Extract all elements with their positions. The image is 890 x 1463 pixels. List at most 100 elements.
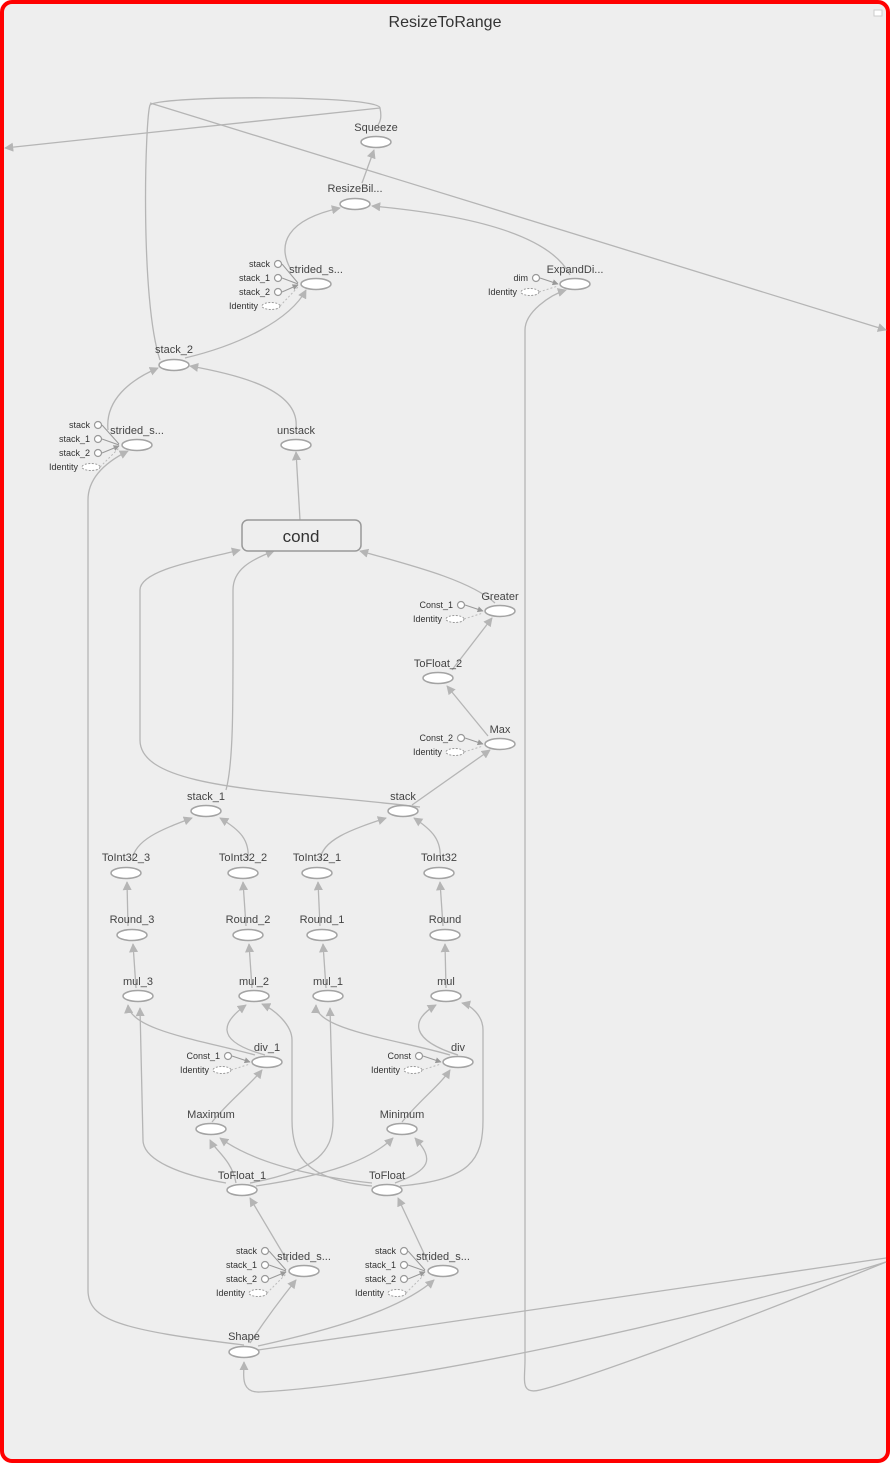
port-icon — [273, 273, 283, 283]
node-stack-1[interactable]: stack_1 — [187, 791, 225, 818]
port-icon — [260, 1246, 270, 1256]
node-cond[interactable]: cond — [241, 519, 362, 552]
op-ellipse — [232, 928, 264, 942]
edge-tofloat1-minimum — [255, 1137, 394, 1187]
node-to-int32-1[interactable]: ToInt32_1 — [293, 852, 341, 880]
node-label: Squeeze — [354, 122, 397, 134]
node-round-2[interactable]: Round_2 — [226, 914, 271, 942]
node-to-float-2[interactable]: ToFloat_2 — [414, 658, 462, 685]
node-minimum[interactable]: Minimum — [380, 1109, 425, 1136]
port-edge-dashed — [538, 285, 559, 293]
op-ellipse — [360, 135, 392, 149]
edge-greater-cond — [359, 548, 496, 604]
op-ellipse — [195, 1122, 227, 1136]
node-expand-dims[interactable]: ExpandDi... dim Identity — [488, 264, 603, 297]
node-strided-slice-bottom-1[interactable]: strided_s... stack stack_1 stack_2 Ident… — [216, 1246, 331, 1298]
node-label: stack — [390, 791, 416, 803]
port-label: Identity — [180, 1065, 210, 1075]
node-label: ToFloat — [369, 1170, 405, 1182]
node-label: div_1 — [254, 1042, 280, 1054]
node-label: Round_3 — [110, 914, 155, 926]
edges — [4, 97, 887, 1393]
port-icon — [223, 1051, 233, 1061]
port-icon — [399, 1246, 409, 1256]
node-to-int32-2[interactable]: ToInt32_2 — [219, 852, 267, 880]
edge-cond-unstack — [291, 451, 302, 521]
edge-shape-stridedleft — [87, 450, 245, 1346]
node-label: mul_3 — [123, 976, 153, 988]
port-label: Identity — [371, 1065, 401, 1075]
edge-toint2-stack1 — [219, 817, 249, 861]
port-edge — [539, 277, 559, 286]
node-label: ToInt32_2 — [219, 852, 267, 864]
node-round-1[interactable]: Round_1 — [300, 914, 345, 942]
port-edge-dashed — [463, 612, 484, 620]
port-edge-dashed — [99, 447, 120, 468]
node-mul-1[interactable]: mul_1 — [312, 976, 344, 1003]
node-mul-2[interactable]: mul_2 — [238, 976, 270, 1003]
port-icon — [93, 420, 103, 430]
node-label: strided_s... — [110, 425, 164, 437]
node-unstack[interactable]: unstack — [277, 425, 315, 452]
edge-stridedb2-tofloat — [397, 1197, 429, 1263]
port-edges — [268, 1250, 286, 1280]
node-stack-2[interactable]: stack_2 — [155, 344, 193, 372]
node-strided-slice-bottom-2[interactable]: strided_s... stack stack_1 stack_2 Ident… — [355, 1246, 470, 1298]
node-round[interactable]: Round — [429, 914, 461, 942]
op-ellipse — [226, 1183, 258, 1197]
port-icon — [273, 259, 283, 269]
node-label: Minimum — [380, 1109, 425, 1121]
node-to-int32[interactable]: ToInt32 — [421, 852, 457, 880]
edge-shape-stridedb2 — [257, 1279, 435, 1347]
node-to-int32-3[interactable]: ToInt32_3 — [102, 852, 150, 880]
node-greater[interactable]: Greater Const_1 Identity — [413, 591, 519, 624]
op-ellipse — [280, 438, 312, 452]
node-round-3[interactable]: Round_3 — [110, 914, 155, 942]
op-ellipse — [442, 1055, 474, 1069]
node-resize-bilinear[interactable]: ResizeBil... — [327, 183, 383, 211]
op-ellipse — [423, 866, 455, 880]
edge-toint1-stack — [319, 816, 387, 861]
node-label: ToInt32 — [421, 852, 457, 864]
edge-div-mul — [418, 1004, 459, 1056]
node-label: Max — [490, 724, 511, 736]
op-ellipse — [306, 928, 338, 942]
expand-toggle-icon[interactable] — [873, 9, 883, 17]
node-label: mul — [437, 976, 455, 988]
port-label: stack_2 — [59, 448, 90, 458]
edge-div1-mul3 — [124, 1004, 256, 1056]
node-strided-slice-left[interactable]: strided_s... stack stack_1 stack_2 Ident… — [49, 420, 164, 472]
edge-toint-stack — [413, 817, 441, 861]
op-ellipse — [427, 1264, 459, 1278]
node-label: mul_2 — [239, 976, 269, 988]
op-ellipse — [190, 804, 222, 818]
node-to-float-1[interactable]: ToFloat_1 — [218, 1170, 266, 1197]
edge-stack1-cond — [225, 549, 275, 791]
op-ellipse — [116, 928, 148, 942]
node-strided-slice-top[interactable]: strided_s... stack stack_1 stack_2 Ident… — [229, 259, 343, 311]
port-label: stack_1 — [226, 1260, 257, 1270]
port-label: Identity — [413, 747, 443, 757]
port-icon — [456, 733, 466, 743]
node-squeeze[interactable]: Squeeze — [354, 122, 398, 149]
edge-stack2-loop — [144, 97, 382, 361]
node-mul[interactable]: mul — [430, 976, 462, 1003]
node-label: Round — [429, 914, 461, 926]
edge-mul-round — [440, 943, 450, 989]
port-label: stack — [249, 259, 271, 269]
node-div[interactable]: div Const Identity — [371, 1042, 474, 1075]
edge-tofloat-maximum — [219, 1137, 373, 1184]
node-stack[interactable]: stack — [387, 791, 419, 818]
edge-strided-resize — [284, 205, 341, 269]
node-to-float[interactable]: ToFloat — [369, 1170, 405, 1197]
node-shape[interactable]: Shape — [228, 1331, 260, 1359]
edge-stridedleft-stack2 — [107, 367, 159, 431]
port-label: Identity — [413, 614, 443, 624]
node-maximum[interactable]: Maximum — [187, 1109, 235, 1136]
node-label: Maximum — [187, 1109, 235, 1121]
edge-stridedb1-tofloat1 — [249, 1197, 289, 1263]
node-mul-3[interactable]: mul_3 — [122, 976, 154, 1003]
edge-tofloat-minimum — [394, 1137, 428, 1184]
node-max[interactable]: Max Const_2 Identity — [413, 724, 516, 757]
node-div-1[interactable]: div_1 Const_1 Identity — [180, 1042, 283, 1075]
